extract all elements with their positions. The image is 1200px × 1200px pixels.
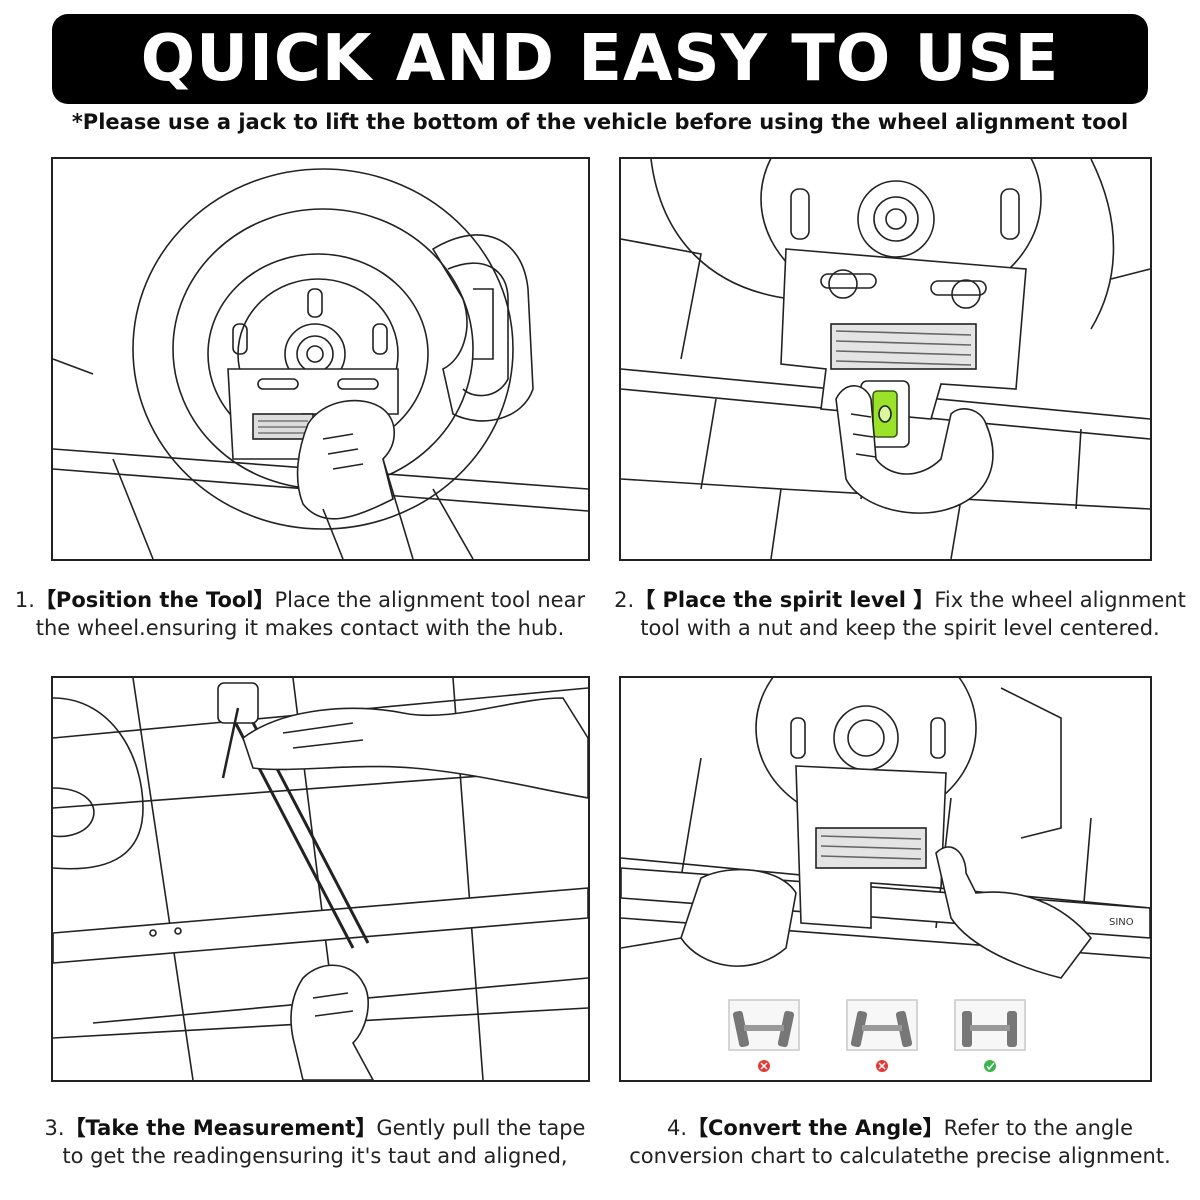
step-text: Refer to the angle — [943, 1116, 1134, 1140]
hand-icon — [835, 385, 994, 514]
brand-mark: SINO — [1109, 917, 1134, 928]
page-title: QUICK AND EASY TO USE — [140, 22, 1060, 96]
step-1-caption-line-2: the wheel.ensuring it makes contact with… — [35, 616, 565, 640]
step-number: 4. — [666, 1116, 688, 1140]
alignment-plate-icon — [795, 765, 947, 929]
title-banner: QUICK AND EASY TO USE — [52, 14, 1148, 104]
check-status-icon — [984, 1060, 996, 1072]
alignment-plate-icon — [780, 248, 1027, 420]
step-1-illustration — [51, 157, 590, 561]
step-3-caption: 3.【Take the Measurement】Gently pull the … — [0, 1114, 630, 1170]
step-2-illustration — [619, 157, 1152, 561]
step-4-illustration: SINO — [619, 676, 1152, 1082]
angle-chart-wrong-1 — [728, 999, 800, 1072]
hand-icon — [935, 846, 1093, 979]
step-heading: 【 Place the spirit level 】 — [634, 588, 935, 612]
step-number: 2. — [614, 588, 635, 612]
step-text: Fix the wheel alignment — [934, 588, 1186, 612]
step-2-caption-line-2: tool with a nut and keep the spirit leve… — [640, 616, 1160, 640]
step-heading: 【Convert the Angle】 — [687, 1116, 944, 1140]
step-4-caption-line-2: conversion chart to calculatethe precise… — [629, 1144, 1171, 1168]
step-3-illustration — [51, 676, 590, 1082]
step-text: Place the alignment tool near — [274, 588, 586, 612]
angle-chart-correct — [954, 999, 1026, 1072]
tire-icon — [53, 697, 144, 870]
step-3-caption-line-2: to get the readingensuring it's taut and… — [62, 1144, 568, 1168]
safety-note: *Please use a jack to lift the bottom of… — [71, 110, 1129, 134]
step-3-caption-line-1: 3.【Take the Measurement】Gently pull the … — [0, 1114, 630, 1142]
step-number: 3. — [44, 1116, 65, 1140]
step-4-caption: 4.【Convert the Angle】Refer to the angle … — [600, 1114, 1200, 1170]
step-1-caption-line-1: 1.【Position the Tool】Place the alignment… — [0, 586, 600, 614]
hand-icon — [621, 868, 797, 967]
step-number: 1. — [14, 588, 35, 612]
step-1-caption: 1.【Position the Tool】Place the alignment… — [0, 586, 600, 642]
step-4-caption-line-1: 4.【Convert the Angle】Refer to the angle — [600, 1114, 1200, 1142]
step-heading: 【Position the Tool】 — [34, 588, 275, 612]
alignment-plate-icon — [227, 368, 399, 460]
hand-icon — [296, 399, 414, 559]
step-2-caption-line-1: 2.【 Place the spirit level 】Fix the whee… — [600, 586, 1200, 614]
angle-chart-wrong-2 — [846, 999, 918, 1072]
step-heading: 【Take the Measurement】 — [64, 1116, 377, 1140]
hand-icon — [242, 697, 588, 799]
caliper-icon — [431, 234, 534, 422]
step-2-caption: 2.【 Place the spirit level 】Fix the whee… — [600, 586, 1200, 642]
step-text: Gently pull the tape — [376, 1116, 586, 1140]
hand-icon — [290, 964, 374, 1080]
